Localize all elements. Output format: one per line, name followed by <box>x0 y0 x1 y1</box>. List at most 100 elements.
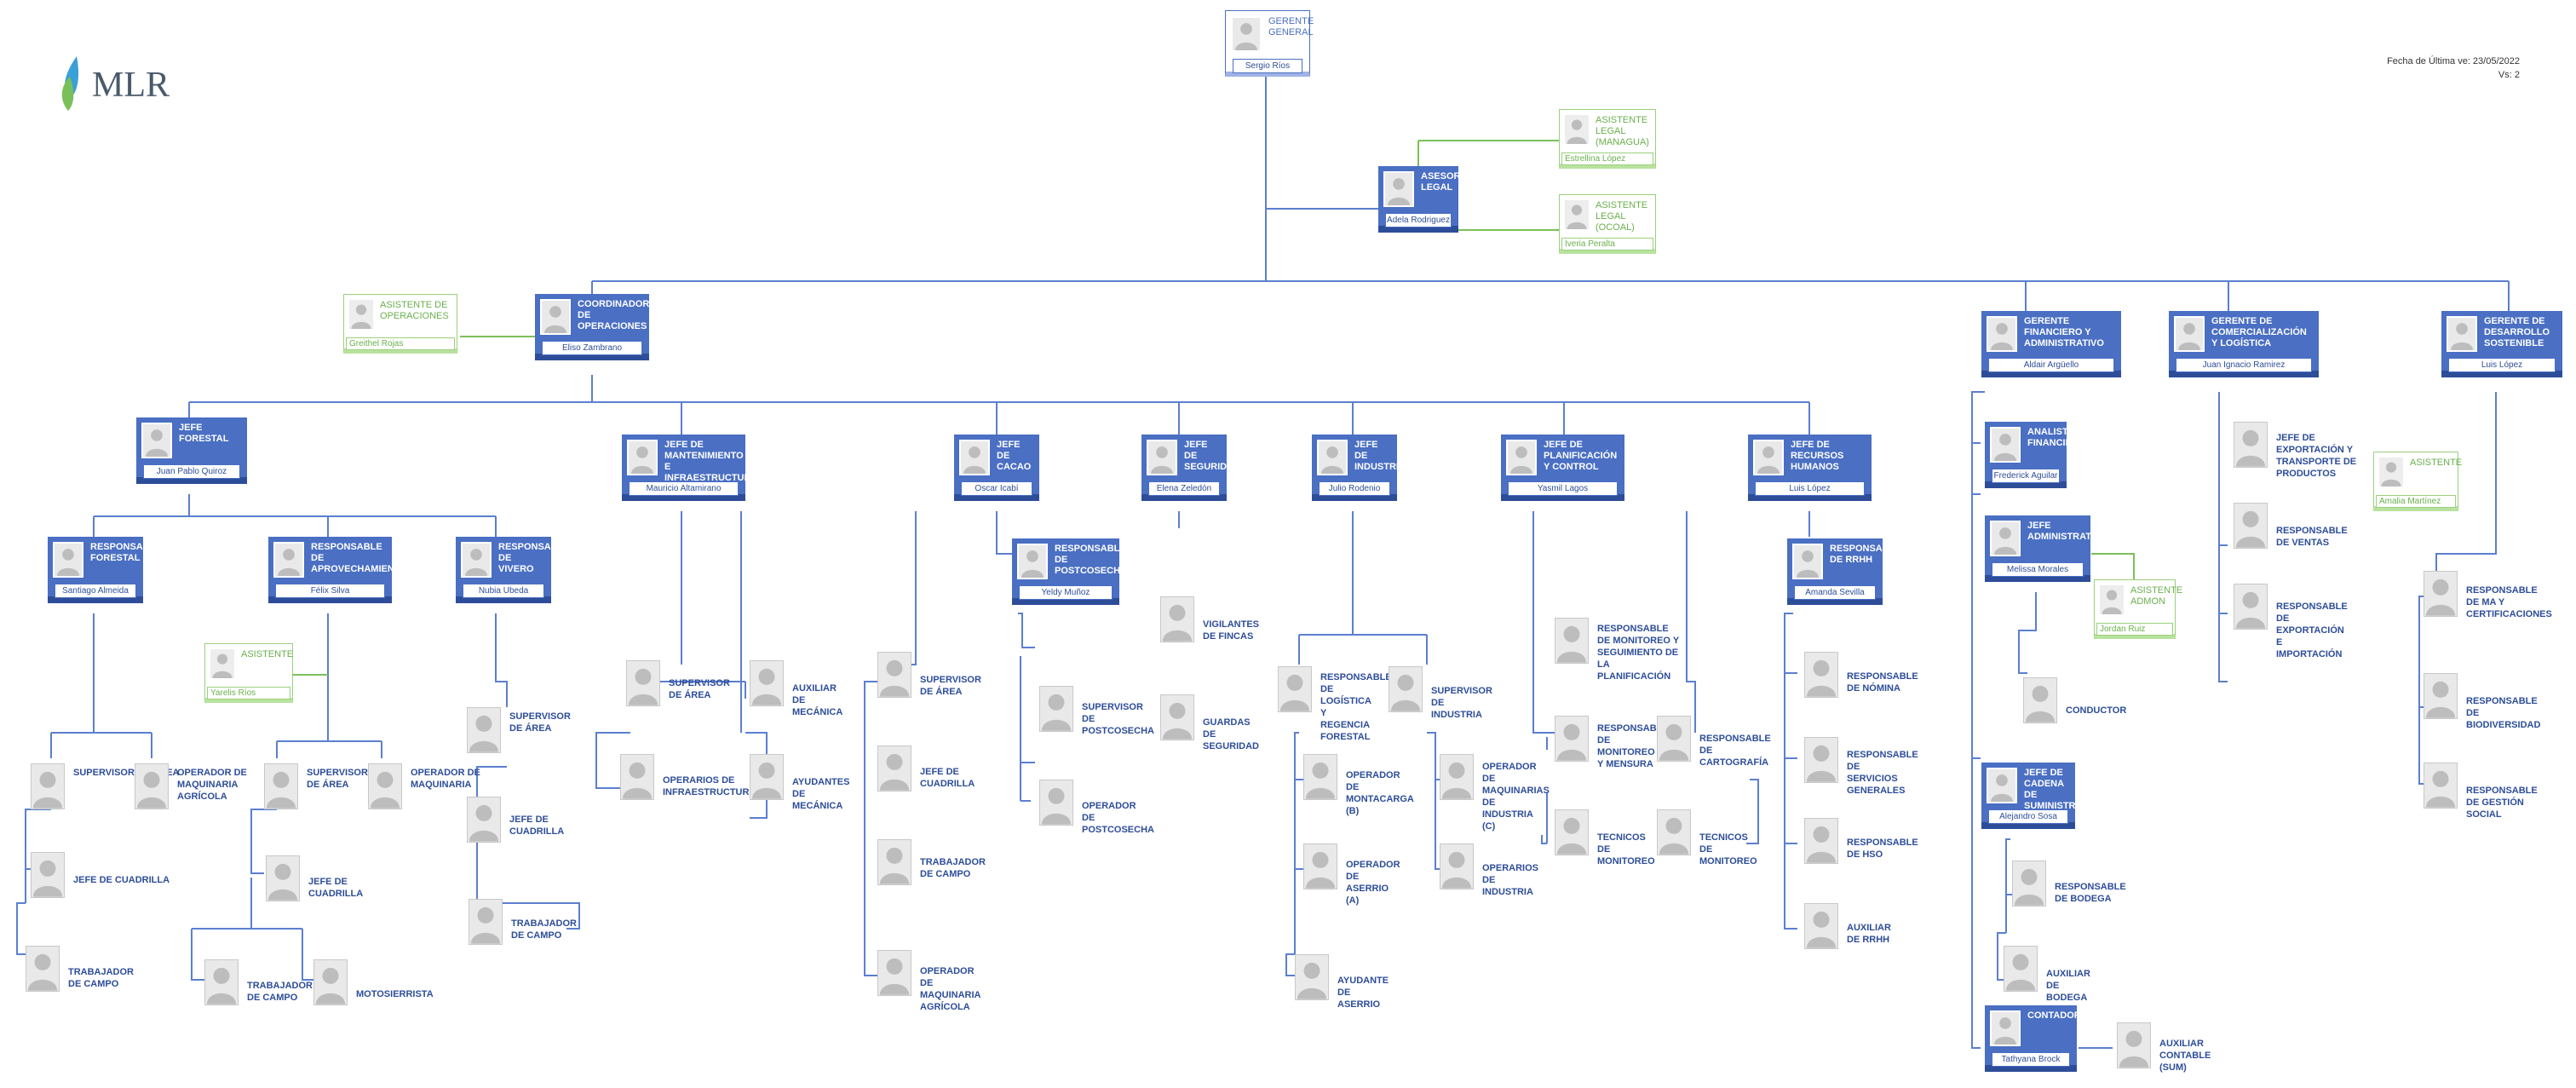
node-responsable-aprovechamiento[interactable]: RESPONSABLE DE APROVECHAMIENTO Félix Sil… <box>268 537 407 603</box>
node-jefe-industria[interactable]: JEFE DE INDUSTRIA Julio Rodenio <box>1312 435 1406 501</box>
person-silhouette-icon <box>1659 723 1689 761</box>
node-gerente-comercializacion[interactable]: GERENTE DE COMERCIALIZACIÓN Y LOGÍSTICA … <box>2169 311 2319 377</box>
position-supervisor-area-mant[interactable]: SUPERVISOR DE ÁREA <box>626 660 730 715</box>
node-asistente-operaciones[interactable]: ASISTENTE DE OPERACIONES Greithel Rojas <box>343 294 457 354</box>
position-conductor[interactable]: CONDUCTOR <box>2023 677 2127 732</box>
position-operador-maquinaria-agricola[interactable]: OPERADOR DE MAQUINARIA AGRÍCOLA <box>135 763 305 818</box>
position-jefe-cuadrilla-aprov[interactable]: JEFE DE CUADRILLA <box>266 855 394 910</box>
position-supervisor-area-cacao[interactable]: SUPERVISOR DE ÁREA <box>877 652 981 706</box>
position-responsable-servicios-generales[interactable]: RESPONSABLE DE SERVICIOS GENERALES <box>1804 737 1918 796</box>
node-analista-financiero[interactable]: ANALISTA FINANCIERO Frederick Aguilar <box>1985 422 2086 488</box>
position-supervisor-postcosecha[interactable]: SUPERVISOR DE POSTCOSECHA <box>1039 686 1154 740</box>
node-jefe-cacao[interactable]: JEFE DE CACAO Oscar Icabí <box>954 435 1039 501</box>
position-tecnicos-monitoreo-2[interactable]: TECNICOS DE MONITOREO <box>1657 809 1759 866</box>
position-guardas-seguridad[interactable]: GUARDAS DE SEGURIDAD <box>1160 694 1262 751</box>
position-operarios-infraestructura[interactable]: OPERARIOS DE INFRAESTRUCTURA <box>620 754 773 809</box>
node-contadora[interactable]: CONTADORA Tathyana Brock <box>1985 1005 2088 1072</box>
person-photo-placeholder <box>1555 618 1589 664</box>
position-trabajador-campo-aprov[interactable]: TRABAJADOR DE CAMPO <box>204 959 313 1014</box>
position-tecnicos-monitoreo-1[interactable]: TECNICOS DE MONITOREO <box>1555 809 1657 866</box>
position-responsable-monitoreo-planificacion[interactable]: RESPONSABLE DE MONITOREO Y SEGUIMIENTO D… <box>1555 618 1682 682</box>
position-responsable-biodiversidad[interactable]: RESPONSABLE DE BIODIVERSIDAD <box>2424 673 2551 733</box>
node-person-name: Frederick Aguilar <box>1992 469 2060 483</box>
position-jefe-cuadrilla-forestal[interactable]: JEFE DE CUADRILLA <box>31 852 201 907</box>
position-operador-aserrio[interactable]: OPERADOR DE ASERRIO (A) <box>1303 843 1406 906</box>
node-coordinador-operaciones[interactable]: COORDINADOR DE OPERACIONES Eliso Zambran… <box>535 294 649 360</box>
position-operador-maquinarias-industria[interactable]: OPERADOR DE MAQUINARIAS DE INDUSTRIA (C) <box>1440 754 1550 832</box>
node-asistente-aprovechamiento[interactable]: ASISTENTE Yarelis Ríos <box>204 643 293 703</box>
person-silhouette-icon <box>1991 774 2013 802</box>
position-vigilantes-fincas[interactable]: VIGILANTES DE FINCAS <box>1160 596 1262 651</box>
position-trabajador-campo-forestal[interactable]: TRABAJADOR DE CAMPO <box>26 946 196 1000</box>
node-jefe-mantenimiento[interactable]: JEFE DE MANTENIMIENTO E INFRAESTRUCTURA … <box>622 435 758 501</box>
person-photo-placeholder <box>1317 440 1348 475</box>
position-auxiliar-rrhh[interactable]: AUXILIAR DE RRHH <box>1804 903 1906 958</box>
position-responsable-cartografia[interactable]: RESPONSABLE DE CARTOGRAFÍA <box>1657 716 1771 770</box>
position-auxiliar-mecanica[interactable]: AUXILIAR DE MECÁNICA <box>750 660 852 717</box>
node-responsable-rrhh[interactable]: RESPONSABLE DE RRHH Amanda Sevilla <box>1787 538 1901 605</box>
person-photo-placeholder <box>1278 666 1312 712</box>
position-operador-maquinaria-agricola-cacao[interactable]: OPERADOR DE MAQUINARIA AGRÍCOLA <box>877 950 980 1012</box>
person-photo-placeholder <box>1506 440 1537 475</box>
position-responsable-monitoreo-mensura[interactable]: RESPONSABLE DE MONITOREO Y MENSURA <box>1555 716 1669 770</box>
position-supervisor-industria[interactable]: SUPERVISOR DE INDUSTRIA <box>1389 666 1492 721</box>
node-title: GERENTE DE DESARROLLO SOSTENIBLE <box>2484 316 2550 348</box>
node-gerente-desarrollo[interactable]: GERENTE DE DESARROLLO SOSTENIBLE Luis Ló… <box>2441 311 2562 377</box>
person-photo-placeholder <box>2447 316 2477 352</box>
position-supervisor-area-aprov[interactable]: SUPERVISOR DE ÁREA <box>264 763 368 818</box>
node-gerente-financiero[interactable]: GERENTE FINANCIERO Y ADMINISTRATIVO Alda… <box>1981 311 2121 377</box>
position-responsable-gestion-social[interactable]: RESPONSABLE DE GESTIÓN SOCIAL <box>2424 763 2551 822</box>
person-silhouette-icon <box>879 847 910 884</box>
position-jefe-cuadrilla-cacao[interactable]: JEFE DE CUADRILLA <box>877 745 980 800</box>
position-trabajador-campo-vivero[interactable]: TRABAJADOR DE CAMPO <box>469 899 577 953</box>
node-gerente-general[interactable]: GERENTE GENERAL Sergio Ríos <box>1225 10 1314 77</box>
node-jefe-cadena-suministro[interactable]: JEFE DE CADENA DE SUMINISTRO Alejandro S… <box>1981 763 2083 829</box>
position-responsable-exportacion-importacion[interactable]: RESPONSABLE DE EXPORTACIÓN E IMPORTACIÓN <box>2234 584 2370 659</box>
position-auxiliar-bodega[interactable]: AUXILIAR DE BODEGA <box>2004 946 2106 1003</box>
position-responsable-ventas[interactable]: RESPONSABLE DE VENTAS <box>2234 503 2370 557</box>
person-silhouette-icon <box>2102 590 2122 614</box>
node-asistente-admon[interactable]: ASISTENTE ADMON Jordan Ruiz <box>2094 579 2182 639</box>
position-operador-maquinaria[interactable]: OPERADOR DE MAQUINARIA <box>368 763 504 818</box>
node-jefe-seguridad[interactable]: JEFE DE SEGURIDAD Elena Zeledón <box>1141 435 1240 501</box>
person-silhouette-icon <box>469 804 499 842</box>
person-photo-placeholder <box>1555 716 1589 762</box>
person-photo-placeholder <box>2424 763 2458 809</box>
position-responsable-hso[interactable]: RESPONSABLE DE HSO <box>1804 818 1918 872</box>
node-asesora-legal[interactable]: ASESORA LEGAL Adela Rodriguez <box>1378 166 1467 233</box>
person-photo-placeholder <box>877 839 911 885</box>
node-jefe-forestal[interactable]: JEFE FORESTAL Juan Pablo Quiroz <box>136 417 247 484</box>
position-responsable-ma-certificaciones[interactable]: RESPONSABLE DE MA Y CERTIFICACIONES <box>2424 571 2552 630</box>
position-supervisor-area-vivero[interactable]: SUPERVISOR DE ÁREA <box>467 707 571 762</box>
node-jefe-planificacion[interactable]: JEFE DE PLANIFICACIÓN Y CONTROL Yasmil L… <box>1501 435 1624 501</box>
node-jefe-administrativo[interactable]: JEFE ADMINISTRATIVO Melissa Morales <box>1985 515 2107 582</box>
position-responsable-nomina[interactable]: RESPONSABLE DE NÓMINA <box>1804 652 1918 706</box>
node-responsable-postcosecha[interactable]: RESPONSABLE DE POSTCOSECHA Yeldy Muñoz <box>1012 538 1127 605</box>
node-jefe-recursos-humanos[interactable]: JEFE DE RECURSOS HUMANOS Luis López <box>1748 435 1872 501</box>
node-title: ANALISTA FINANCIERO <box>2027 427 2086 448</box>
position-jefe-cuadrilla-vivero[interactable]: JEFE DE CUADRILLA <box>467 797 569 851</box>
person-photo-placeholder <box>1039 780 1073 826</box>
node-asistente-desarrollo[interactable]: ASISTENTE Amalia Martínez <box>2373 452 2462 511</box>
position-ayudantes-mecanica[interactable]: AYUDANTES DE MECÁNICA <box>750 754 852 811</box>
position-responsable-bodega[interactable]: RESPONSABLE DE BODEGA <box>2012 861 2126 915</box>
node-responsable-vivero[interactable]: RESPONSABLE DE VIVERO Nubia Ubeda <box>456 537 570 603</box>
node-asistente-legal-ocoal[interactable]: ASISTENTE LEGAL (Ocoal) Iveria Peralta <box>1559 194 1656 254</box>
position-title: OPERADOR DE MONTACARGA (B) <box>1346 770 1414 816</box>
position-trabajador-campo-cacao[interactable]: TRABAJADOR DE CAMPO <box>877 839 986 894</box>
node-title: JEFE DE MANTENIMIENTO E INFRAESTRUCTURA <box>664 440 758 483</box>
position-motosierrista[interactable]: MOTOSIERRISTA <box>313 959 441 1014</box>
node-responsable-forestal[interactable]: RESPONSABLE FORESTAL Santiago Almeida <box>48 537 162 603</box>
position-operador-postcosecha[interactable]: OPERADOR DE POSTCOSECHA <box>1039 780 1154 835</box>
position-operarios-industria[interactable]: OPERARIOS DE INDUSTRIA <box>1440 843 1542 898</box>
position-responsable-logistica-regencia[interactable]: RESPONSABLE DE LOGÍSTICA Y REGENCIA FORE… <box>1278 666 1392 742</box>
node-person-name: Juan Pablo Quiroz <box>143 464 240 479</box>
position-operador-montacarga[interactable]: OPERADOR DE MONTACARGA (B) <box>1303 754 1413 816</box>
position-auxiliar-contable[interactable]: AUXILIAR CONTABLE (SUM) <box>2117 1022 2219 1082</box>
person-silhouette-icon <box>1556 625 1587 663</box>
position-jefe-exportacion-transporte[interactable]: JEFE DE EXPORTACIÓN Y TRANSPORTE DE PROD… <box>2234 422 2370 481</box>
position-title: CONDUCTOR <box>2066 705 2127 716</box>
position-ayudante-aserrio[interactable]: AYUDANTE DE ASERRIO <box>1295 954 1397 1010</box>
person-photo-placeholder <box>1804 903 1838 949</box>
node-asistente-legal-managua[interactable]: ASISTENTE LEGAL (Managua) Estrellina Lóp… <box>1559 109 1656 169</box>
